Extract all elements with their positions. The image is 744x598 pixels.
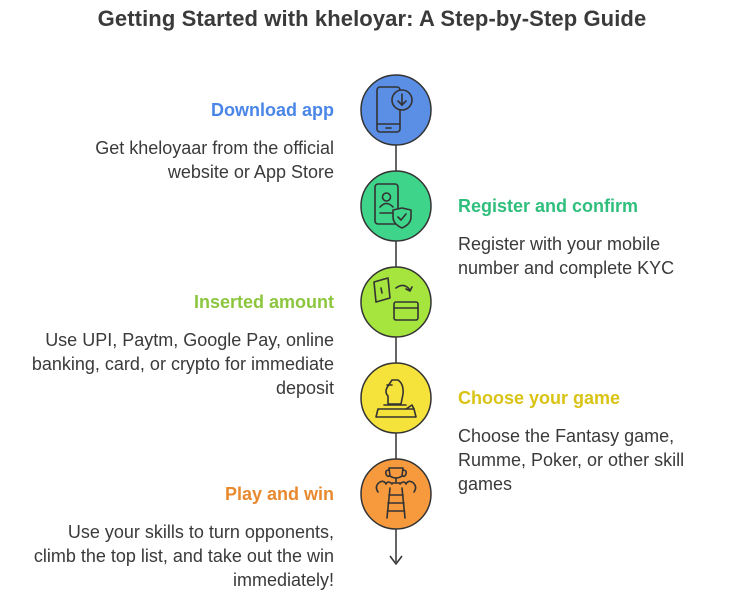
phone-download-icon xyxy=(376,86,413,133)
trophy-ladder-icon xyxy=(375,467,417,519)
timeline-arrow-icon xyxy=(389,555,403,565)
step-1-description: Get kheloyaar from the official website … xyxy=(95,138,334,182)
page-title: Getting Started with kheloyar: A Step-by… xyxy=(97,6,647,31)
step-2-heading: Register and confirm xyxy=(458,196,639,216)
step-5-circle xyxy=(360,458,432,530)
step-5-description: Use your skills to turn opponents, climb… xyxy=(33,522,334,590)
step-3-heading: Inserted amount xyxy=(193,292,334,312)
step-2-circle xyxy=(360,170,432,242)
step-1-circle xyxy=(360,74,432,146)
step-4-heading: Choose your game xyxy=(458,388,621,408)
wallet-transfer-icon xyxy=(373,277,419,321)
step-4-description: Choose the Fantasy game, Rumme, Poker, o… xyxy=(458,426,685,494)
step-2-description: Register with your mobile number and com… xyxy=(458,234,675,278)
id-card-verified-icon xyxy=(374,183,412,229)
step-4-circle xyxy=(360,362,432,434)
step-3-description: Use UPI, Paytm, Google Pay, online banki… xyxy=(31,330,334,398)
chess-knight-icon xyxy=(375,379,417,418)
step-5-heading: Play and win xyxy=(224,484,334,504)
step-1-heading: Download app xyxy=(211,100,334,120)
